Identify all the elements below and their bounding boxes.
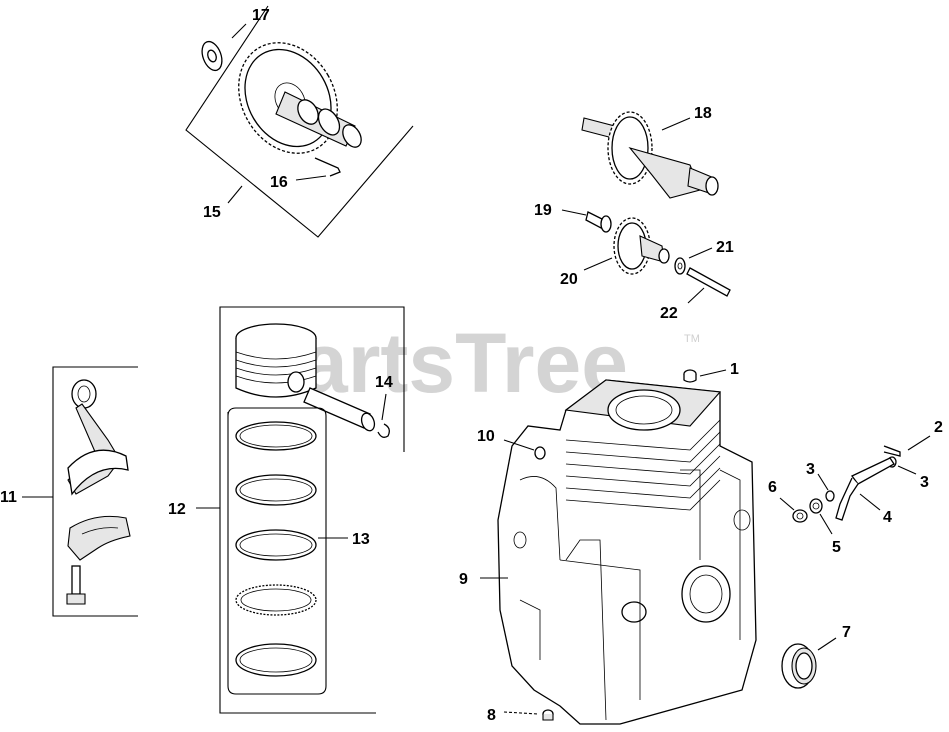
cotter-pin[interactable] <box>883 445 901 457</box>
connecting-rod-group-frame <box>52 366 138 617</box>
camshaft-shaft[interactable] <box>275 91 365 150</box>
callout-3a[interactable]: 3 <box>806 461 815 478</box>
callout-12[interactable]: 12 <box>168 501 186 518</box>
callout-18[interactable]: 18 <box>694 105 712 122</box>
callout-6[interactable]: 6 <box>768 479 777 496</box>
callout-20[interactable]: 20 <box>560 271 578 288</box>
callout-14[interactable]: 14 <box>375 374 393 391</box>
piston[interactable] <box>235 323 317 398</box>
callout-7[interactable]: 7 <box>842 624 851 641</box>
piston-group <box>196 306 405 714</box>
callout-9[interactable]: 9 <box>459 571 468 588</box>
callout-8[interactable]: 8 <box>487 707 496 724</box>
camshaft-pin[interactable] <box>314 157 341 177</box>
governor-lever[interactable] <box>835 457 895 521</box>
camshaft-group <box>185 5 414 238</box>
connecting-rod-group <box>22 366 138 617</box>
callout-19[interactable]: 19 <box>534 202 552 219</box>
watermark-trademark: TM <box>684 333 700 345</box>
callout-15[interactable]: 15 <box>203 204 221 221</box>
callout-22[interactable]: 22 <box>660 305 678 322</box>
governor-gear[interactable] <box>613 217 670 275</box>
piston-group-frame <box>219 306 405 714</box>
lever-seal[interactable] <box>792 509 808 523</box>
governor-washer[interactable] <box>674 257 686 275</box>
camshaft-group-frame <box>185 5 414 238</box>
callout-3b[interactable]: 3 <box>920 474 929 491</box>
crankcase-plug[interactable] <box>534 446 546 460</box>
dowel-pin[interactable] <box>683 369 697 383</box>
drain-plug[interactable] <box>542 709 554 721</box>
governor-bolt[interactable] <box>585 211 612 233</box>
connecting-rod-bolt[interactable] <box>66 565 86 605</box>
callout-2[interactable]: 2 <box>934 419 943 436</box>
piston-rings[interactable] <box>235 421 317 677</box>
callout-4[interactable]: 4 <box>883 509 892 526</box>
washer-lower[interactable] <box>825 490 835 502</box>
callout-5[interactable]: 5 <box>832 539 841 556</box>
bushing[interactable] <box>809 498 823 514</box>
oil-seal[interactable] <box>781 643 817 689</box>
callout-13[interactable]: 13 <box>352 531 370 548</box>
callout-21[interactable]: 21 <box>716 239 734 256</box>
callout-10[interactable]: 10 <box>477 428 495 445</box>
callout-11[interactable]: 11 <box>0 489 17 506</box>
governor-shaft[interactable] <box>686 267 731 297</box>
camshaft-washer[interactable] <box>198 39 225 73</box>
piston-pin[interactable] <box>303 387 377 433</box>
callouts: 1 2 3 3 4 5 6 7 8 9 10 11 12 13 14 15 16… <box>0 7 943 724</box>
connecting-rod[interactable] <box>67 379 129 496</box>
callout-1[interactable]: 1 <box>730 361 739 378</box>
governor-group <box>561 111 731 304</box>
callout-16[interactable]: 16 <box>270 174 288 191</box>
connecting-rod-cap[interactable] <box>67 515 131 561</box>
piston-pin-clip[interactable] <box>377 423 390 438</box>
callout-17[interactable]: 17 <box>252 7 270 24</box>
crankcase[interactable] <box>497 379 757 725</box>
balance-shaft[interactable] <box>581 111 719 199</box>
